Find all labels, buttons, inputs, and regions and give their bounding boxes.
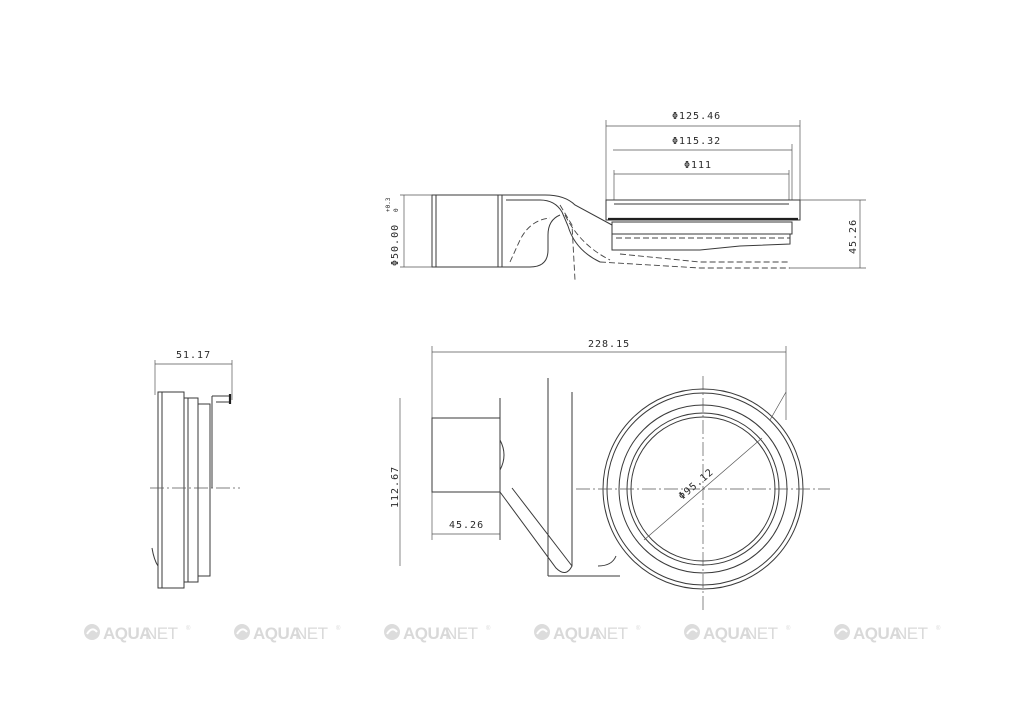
aquanet-logo-icon: [84, 624, 100, 640]
svg-text:AQUA: AQUA: [703, 624, 751, 643]
svg-text:®: ®: [486, 625, 491, 632]
dim-grate-diameter: Φ95.12: [677, 467, 716, 503]
dim-outlet-diameter: Φ50.00: [390, 224, 401, 266]
svg-text:NET: NET: [745, 624, 778, 643]
dim-side-depth: 51.17: [176, 350, 211, 361]
svg-text:®: ®: [336, 625, 341, 632]
watermark-logo: AQUA NET ®: [234, 624, 341, 643]
watermark-row: AQUA NET ® AQUA NET ® AQUA NET ® AQUA NE…: [84, 624, 941, 643]
dim-line-grate: [643, 437, 763, 541]
aquanet-logo-icon: [234, 624, 250, 640]
dim-inner-diameter: Φ111: [684, 160, 712, 171]
svg-text:®: ®: [936, 625, 941, 632]
watermark-logo: AQUA NET ®: [684, 624, 791, 643]
plan-view: 228.15 112.67 45.26 Φ95.12: [390, 339, 830, 612]
svg-text:AQUA: AQUA: [253, 624, 301, 643]
dim-outlet-tol-lower: 0: [393, 208, 400, 212]
dim-outlet-tol-upper: +0.3: [385, 197, 392, 212]
svg-text:AQUA: AQUA: [553, 624, 601, 643]
watermark-logo: AQUA NET ®: [834, 624, 941, 643]
aquanet-logo-icon: [834, 624, 850, 640]
svg-text:NET: NET: [295, 624, 328, 643]
svg-text:®: ®: [786, 625, 791, 632]
svg-text:NET: NET: [595, 624, 628, 643]
svg-text:NET: NET: [445, 624, 478, 643]
svg-text:®: ®: [636, 625, 641, 632]
svg-text:®: ®: [186, 625, 191, 632]
aquanet-logo-icon: [384, 624, 400, 640]
flange: [605, 199, 801, 221]
watermark-logo: AQUA NET ®: [534, 624, 641, 643]
svg-text:AQUA: AQUA: [853, 624, 901, 643]
watermark-logo: AQUA NET ®: [84, 624, 191, 643]
plan-outlet: [431, 417, 501, 493]
aquanet-logo-icon: [684, 624, 700, 640]
outlet-pipe: [431, 194, 503, 268]
side-view: 51.17: [150, 350, 240, 589]
svg-text:NET: NET: [895, 624, 928, 643]
svg-text:NET: NET: [145, 624, 178, 643]
aquanet-logo-icon: [534, 624, 550, 640]
dim-outer-diameter: Φ125.46: [672, 111, 721, 122]
elevation-view: Φ125.46 Φ115.32 Φ111 45.26: [385, 111, 866, 281]
dim-total-length: 228.15: [588, 339, 630, 350]
svg-text:AQUA: AQUA: [403, 624, 451, 643]
svg-text:AQUA: AQUA: [103, 624, 151, 643]
dim-mid-diameter: Φ115.32: [672, 136, 721, 147]
dim-outlet-length: 45.26: [449, 520, 484, 531]
dim-total-width: 112.67: [390, 466, 401, 508]
watermark-logo: AQUA NET ®: [384, 624, 491, 643]
dim-height: 45.26: [848, 219, 859, 254]
